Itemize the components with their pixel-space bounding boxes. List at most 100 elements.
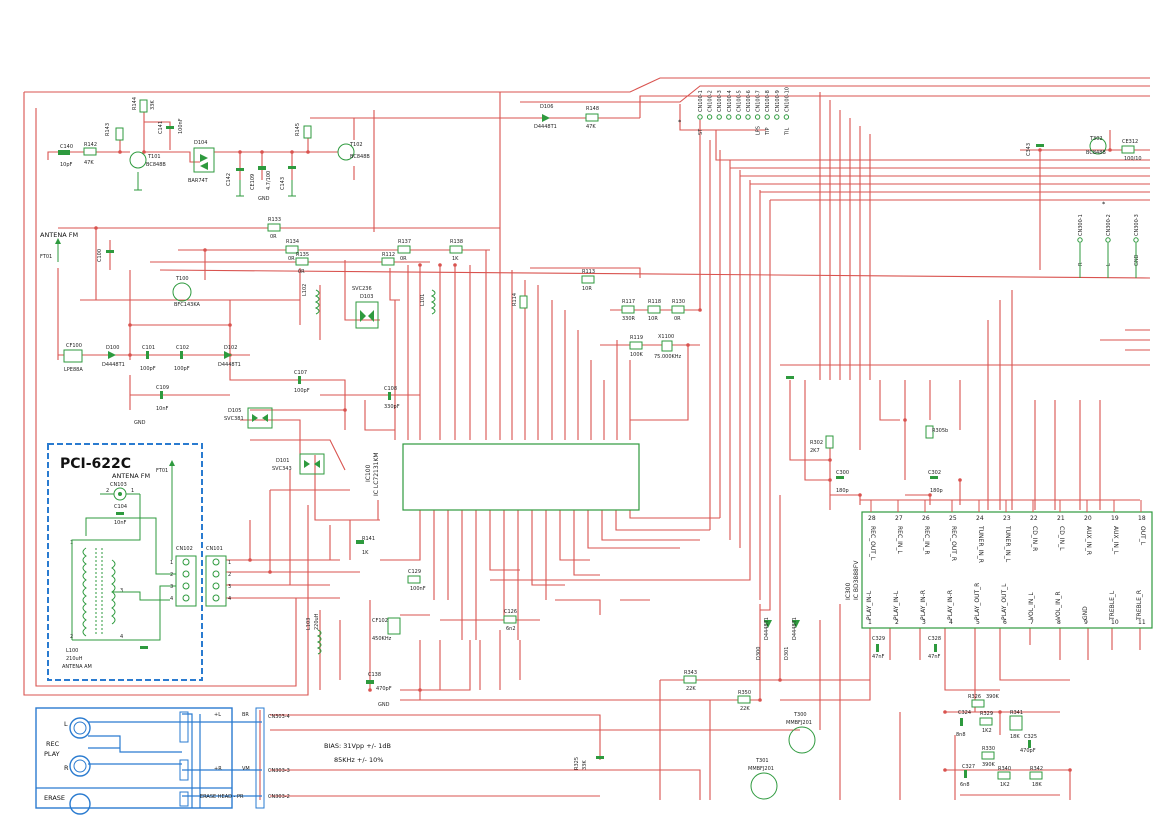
svg-text:*: * (1102, 200, 1106, 208)
rec-play-head-l: L (64, 717, 91, 739)
ic300-pin-number: 23 (1003, 515, 1011, 522)
svg-text:10nF: 10nF (156, 406, 169, 412)
ic300-pin-number: 19 (1111, 515, 1119, 522)
ic300-bottom-pins: 1PLAY_IN-L2PLAY_IN-L3PLAY_IN-R4PLAY_IN-R… (866, 583, 1146, 626)
svg-text:470pF: 470pF (1020, 748, 1036, 754)
component-d100: D100 D4448T1 (102, 345, 125, 368)
ic300-pin-number: 20 (1084, 515, 1092, 522)
svg-text:R341: R341 (1010, 710, 1023, 716)
svg-text:3: 3 (228, 584, 231, 590)
component-r330: R330 390K (981, 746, 996, 768)
component-r302: R302 2K7 (810, 435, 834, 454)
svg-text:C104: C104 (114, 504, 127, 510)
svg-text:R330: R330 (982, 746, 995, 752)
svg-text:85KHz +/- 10%: 85KHz +/- 10% (334, 756, 383, 764)
svg-text:ANTENA FM: ANTENA FM (40, 231, 78, 239)
ic300-pin-number: 7 (1030, 619, 1034, 626)
svg-text:22K: 22K (740, 706, 750, 712)
inductor-l101: L101 (420, 289, 436, 315)
svg-text:R144: R144 (132, 97, 138, 110)
svg-text:SVC343: SVC343 (272, 466, 292, 472)
svg-text:SVC236: SVC236 (352, 286, 372, 292)
svg-text:1K2: 1K2 (1000, 782, 1010, 788)
component-c325: C325 470pF (1020, 734, 1037, 754)
filter-cf100: CF100 LPE88A (63, 343, 83, 373)
svg-text:+R: +R (214, 766, 222, 772)
component-r343: R343 22K (683, 670, 697, 692)
component-c101: C101 100pF (140, 345, 156, 372)
svg-text:IC100: IC100 (365, 464, 372, 482)
svg-text:10nF: 10nF (114, 520, 127, 526)
component-r145: R145 (295, 123, 312, 139)
transistor-t302: T302 BC848B (1086, 136, 1107, 156)
svg-text:180p: 180p (836, 488, 849, 494)
svg-text:C325: C325 (1024, 734, 1037, 740)
svg-text:8n8: 8n8 (956, 732, 966, 738)
component-r305: R305b (925, 425, 948, 439)
ic300-pin-number: 18 (1138, 515, 1146, 522)
ic300-pin-number: 4 (949, 619, 953, 626)
svg-text:BC848B: BC848B (146, 162, 166, 168)
ic300-pin-number: 3 (922, 619, 926, 626)
cn100-pin: CN100-4 (726, 90, 733, 120)
svg-text:R142: R142 (84, 142, 97, 148)
component-c329: C329 47nF (872, 636, 885, 660)
svg-text:D101: D101 (276, 458, 289, 464)
component-ce109: CE109 4.7/100 GND (250, 166, 272, 202)
svg-text:D102: D102 (224, 345, 237, 351)
component-c102: C102 100pF (174, 345, 190, 372)
svg-text:0R: 0R (270, 234, 277, 240)
cn100-pin: CN100-3 (716, 90, 723, 120)
svg-text:BIAS: 31Vpp +/- 1dB: BIAS: 31Vpp +/- 1dB (324, 742, 391, 750)
svg-text:1: 1 (170, 560, 173, 566)
svg-text:10pF: 10pF (60, 162, 73, 168)
ic300-pin-number: 24 (976, 515, 984, 522)
component-r350: R350 22K (737, 690, 751, 712)
svg-text:CN303-3: CN303-3 (268, 768, 290, 774)
ic300-pin-number: 8 (1057, 619, 1061, 626)
svg-text:L101: L101 (420, 294, 426, 306)
ic100-chip: IC100 IC LC72131KM (365, 443, 640, 511)
svg-text:L100: L100 (66, 648, 78, 654)
svg-text:1: 1 (228, 560, 231, 566)
svg-text:D300: D300 (756, 647, 762, 660)
ic300-pin-number: 9 (1084, 619, 1088, 626)
ic300-pin-number: 25 (949, 515, 957, 522)
connector-cn303: CN303-4 CN303-3 CN303-2 (255, 707, 290, 809)
component-c109: C109 10nF GND (134, 385, 169, 426)
transistor-t101: T101 BC848B (129, 151, 166, 191)
component-r352: CE312 100/10 (1121, 139, 1142, 162)
asterisk-cn100: * (678, 118, 682, 126)
svg-text:CN303-4: CN303-4 (268, 714, 290, 720)
ic300-pin-name: CD_IN_L (1058, 526, 1065, 551)
cn100-pin: CN100-6 (745, 90, 752, 120)
svg-text:2: 2 (228, 572, 231, 578)
svg-text:R133: R133 (268, 217, 281, 223)
svg-text:CN101: CN101 (206, 546, 223, 552)
svg-text:T300: T300 (793, 712, 807, 718)
svg-text:18K: 18K (1010, 734, 1020, 740)
bias-note: BIAS: 31Vpp +/- 1dB 85KHz +/- 10% (324, 742, 391, 764)
svg-text:T101: T101 (147, 154, 161, 160)
svg-text:D301: D301 (784, 647, 790, 660)
svg-text:D103: D103 (360, 294, 373, 300)
ic300-pin-name: GND (1082, 606, 1089, 620)
crystal-x1100: X1100 75.000KHz (654, 334, 682, 360)
svg-text:ANTENA AM: ANTENA AM (62, 664, 92, 670)
svg-text:REC: REC (46, 740, 60, 748)
svg-text:C329: C329 (872, 636, 885, 642)
cn300-pin-signal: L (1106, 263, 1112, 266)
component-d103: D103 SVC236 (352, 286, 379, 329)
svg-text:C129: C129 (408, 569, 421, 575)
inductor-l103: L103 220uH (306, 613, 322, 655)
svg-text:0R: 0R (400, 256, 407, 262)
erase-head (69, 793, 91, 815)
ic300-pin-number: 28 (868, 515, 876, 522)
svg-text:47K: 47K (84, 160, 94, 166)
